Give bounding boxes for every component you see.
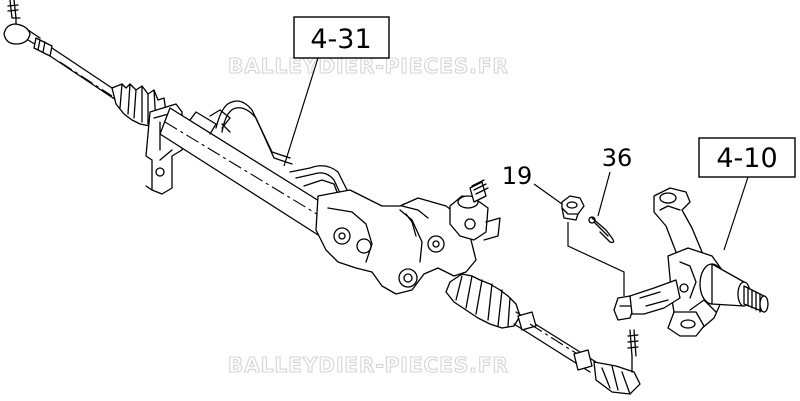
leader-4-31 — [283, 57, 319, 167]
callout-4-10[interactable]: 4-10 — [698, 137, 796, 178]
right-bellows-boot — [445, 273, 521, 329]
right-tie-rod-end — [593, 329, 641, 395]
left-tie-rod-end — [3, 0, 53, 57]
hydraulic-lines — [215, 100, 407, 223]
leader-36 — [597, 171, 611, 217]
callout-4-31[interactable]: 4-31 — [293, 16, 390, 59]
callout-19-label[interactable]: 19 — [502, 162, 533, 190]
watermark-bottom: BALLEYDIER-PIECES.FR — [228, 353, 509, 377]
leader-4-10 — [723, 176, 749, 251]
left-tie-rod — [49, 47, 119, 101]
callout-4-31-label: 4-31 — [310, 24, 371, 55]
rack-housing — [159, 107, 341, 241]
assembly-line-nut — [567, 222, 625, 296]
right-tie-rod — [513, 311, 597, 373]
cotter-pin-36 — [588, 216, 615, 244]
pinion-input-shaft — [449, 179, 501, 241]
leader-19 — [533, 183, 563, 205]
nut-19 — [561, 195, 585, 221]
callout-36-label[interactable]: 36 — [602, 144, 633, 172]
valve-body — [315, 189, 477, 295]
steering-knuckle — [629, 187, 769, 337]
steering-rack-assembly — [3, 0, 641, 395]
callout-4-10-label: 4-10 — [716, 143, 777, 174]
